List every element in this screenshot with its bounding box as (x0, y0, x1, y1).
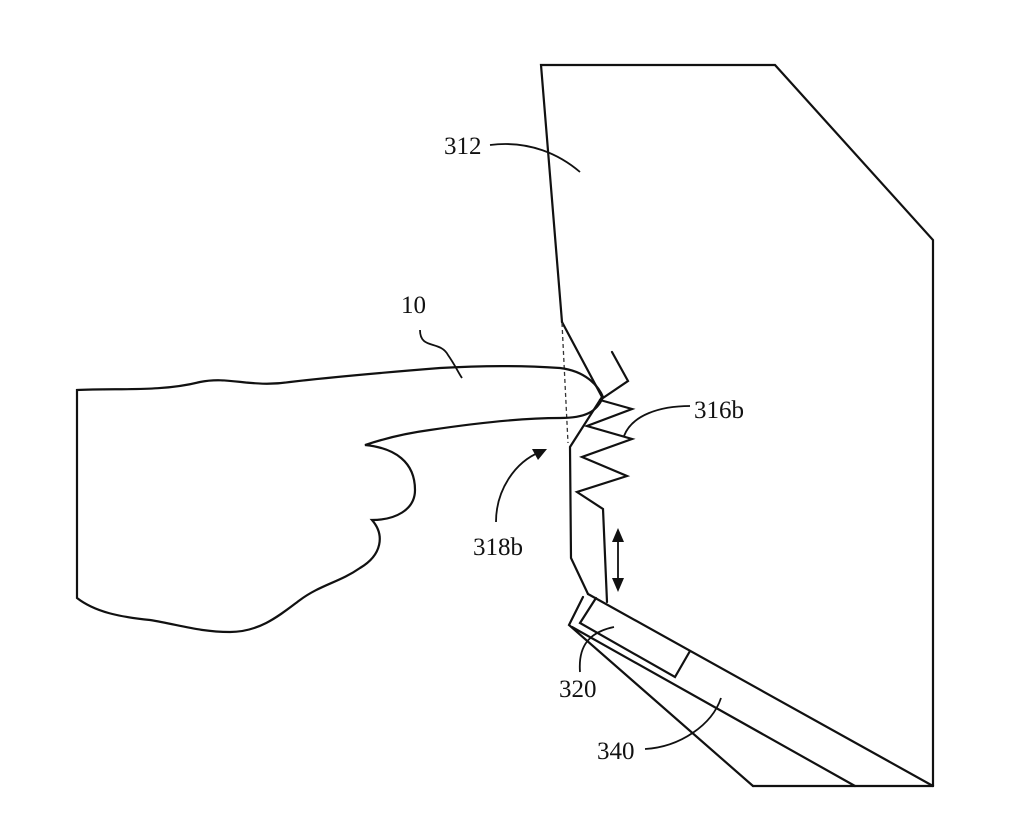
base-middle-edge (570, 625, 857, 788)
label-320: 320 (559, 676, 597, 703)
hinge-bracket (578, 596, 692, 679)
leader-320 (578, 626, 615, 673)
dashed-reference-line (561, 322, 569, 444)
label-316b: 316b (694, 397, 744, 424)
body-notch-edge (560, 320, 604, 596)
leader-316b (623, 405, 691, 437)
hand-outline (75, 365, 605, 634)
label-340: 340 (597, 738, 635, 765)
base-top-edge (586, 592, 935, 788)
leader-10 (419, 329, 463, 379)
label-318b: 318b (473, 534, 523, 561)
leader-318b-arrow (495, 449, 547, 523)
label-10: 10 (401, 292, 426, 319)
upper-flap (598, 350, 630, 402)
leader-312 (489, 143, 581, 173)
device-body-outline (539, 63, 935, 788)
label-312: 312 (444, 133, 482, 160)
double-arrow-icon (612, 528, 624, 592)
base-lower-edge (567, 595, 755, 788)
spring-zigzag (574, 398, 636, 604)
leader-340 (644, 697, 722, 750)
